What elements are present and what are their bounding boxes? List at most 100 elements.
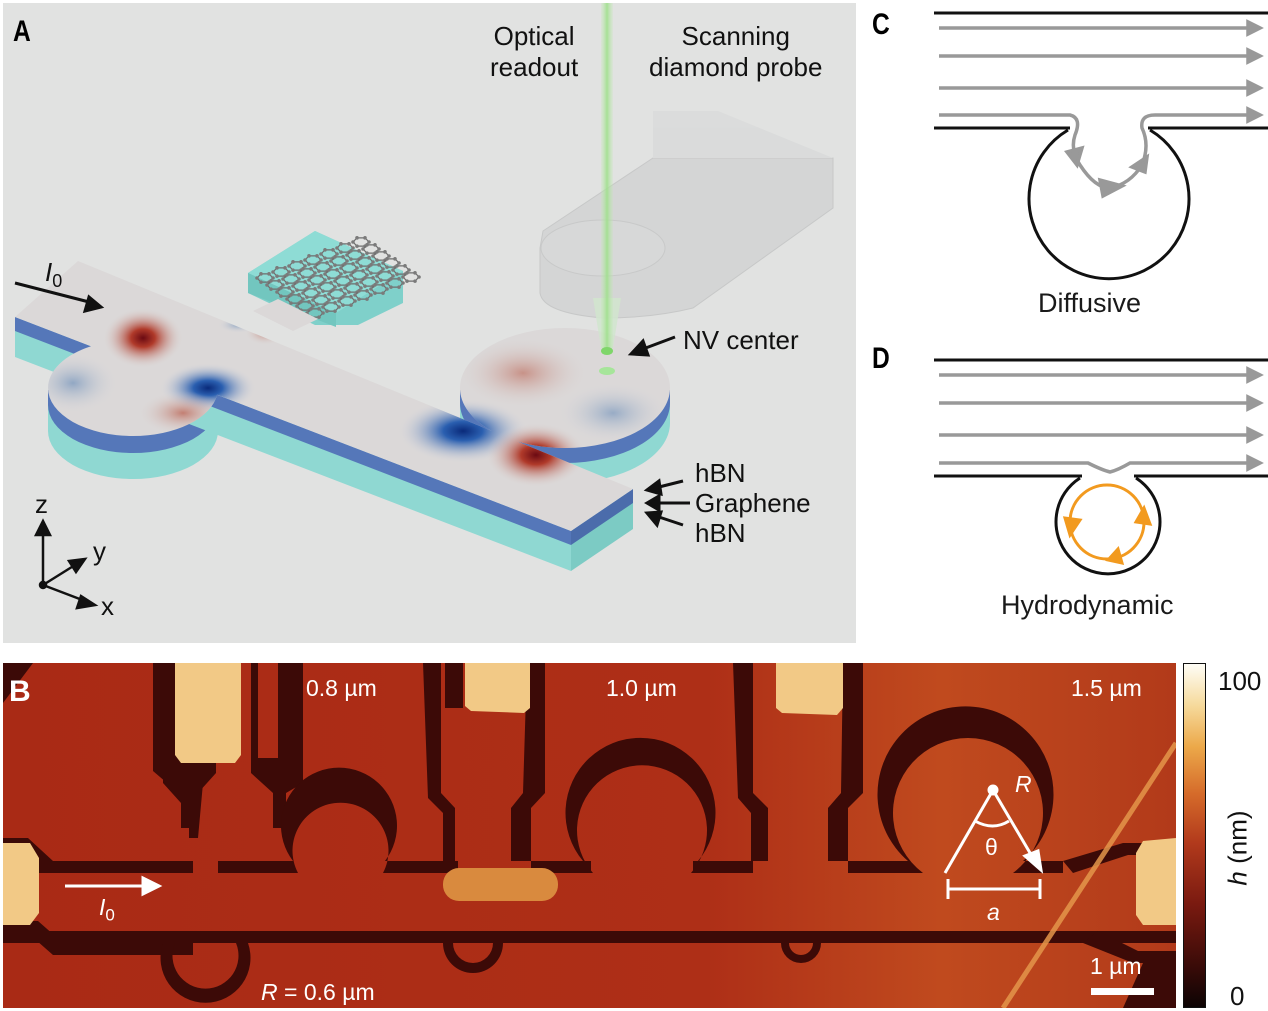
carbon-atom: [277, 279, 281, 283]
carbon-atom: [327, 276, 331, 280]
carbon-atom: [375, 258, 379, 262]
carbon-atom: [397, 285, 401, 289]
radius-symbol-r: R: [1015, 771, 1032, 797]
carbon-atom: [355, 244, 359, 248]
carbon-atom: [333, 279, 337, 283]
carbon-atom: [349, 303, 353, 307]
carbon-atom: [315, 302, 319, 306]
carbon-atom: [275, 290, 279, 294]
carbon-atom: [303, 264, 307, 268]
carbon-atom: [381, 283, 385, 287]
carbon-atom: [339, 288, 343, 292]
carbon-atom: [387, 270, 391, 274]
carbon-atom: [275, 266, 279, 270]
carbon-atom: [311, 304, 315, 308]
carbon-atom: [291, 290, 295, 294]
streamlines: [939, 19, 1264, 199]
carbon-atom: [389, 285, 393, 289]
carbon-atom: [289, 301, 293, 305]
carbon-atom: [299, 260, 303, 264]
carbon-atom: [363, 276, 367, 280]
carbon-atom: [313, 287, 317, 291]
carbon-atom: [395, 264, 399, 268]
carbon-atom: [405, 271, 409, 275]
cavity-wall: [1054, 476, 1162, 576]
graphene-lattice: [255, 236, 421, 319]
carbon-atom: [255, 276, 259, 280]
carbon-atom: [353, 269, 357, 273]
carbon-atom: [317, 285, 321, 289]
carbon-atom: [259, 280, 263, 284]
carbon-atom: [365, 289, 369, 293]
carbon-atom: [303, 258, 307, 262]
carbon-atom: [325, 301, 329, 305]
carbon-atom: [307, 254, 311, 258]
carbon-atom: [287, 286, 291, 290]
carbon-atom: [279, 286, 283, 290]
carbon-atom: [311, 274, 315, 278]
axis-label-z: z: [35, 489, 48, 519]
coordinate-axes-icon: [33, 518, 99, 610]
carbon-atom: [305, 295, 309, 299]
carbon-atom: [401, 281, 405, 285]
carbon-atom: [293, 273, 297, 277]
colorbar-min-label: 0: [1230, 981, 1245, 1011]
carbon-atom: [317, 261, 321, 265]
carbon-atom: [317, 291, 321, 295]
carbon-atom: [343, 262, 347, 266]
carbon-atom: [307, 262, 311, 266]
scale-bar: [1091, 988, 1154, 995]
carbon-atom: [323, 256, 327, 260]
carbon-atom: [297, 293, 301, 297]
carbon-atom: [377, 247, 381, 251]
layer-label-hbn-top: hBN: [695, 458, 746, 488]
carbon-atom: [307, 278, 311, 282]
carbon-atom: [375, 250, 379, 254]
nv-center-spot: [601, 347, 613, 355]
carbon-atom: [341, 295, 345, 299]
carbon-atom: [309, 307, 313, 311]
carbon-atom: [377, 263, 381, 267]
carbon-atom: [359, 256, 363, 260]
carbon-atom: [365, 273, 369, 277]
carbon-atom: [259, 272, 263, 276]
size-label-0-8: 0.8 µm: [306, 675, 377, 701]
carbon-atom: [353, 293, 357, 297]
carbon-atom: [341, 255, 345, 259]
carbon-atom: [303, 280, 307, 284]
carbon-atom: [325, 309, 329, 313]
current-label-a: I0: [45, 257, 63, 292]
carbon-atom: [365, 251, 369, 255]
height-colorbar: [1183, 663, 1206, 1008]
carbon-atom: [391, 268, 395, 272]
carbon-atom: [371, 254, 375, 258]
streamlines: [939, 366, 1264, 474]
carbon-atom: [417, 275, 421, 279]
size-label-1-5: 1.5 µm: [1071, 675, 1142, 701]
carbon-atom: [397, 277, 401, 281]
carbon-atom: [327, 292, 331, 296]
carbon-atom: [321, 281, 325, 285]
carbon-atom: [337, 275, 341, 279]
carbon-atom: [375, 280, 379, 284]
carbon-atom: [355, 266, 359, 270]
carbon-atom: [317, 269, 321, 273]
carbon-atom: [361, 253, 365, 257]
carbon-atom: [349, 273, 353, 277]
carbon-atom: [291, 268, 295, 272]
carbon-atom: [339, 242, 343, 246]
carbon-atom: [413, 271, 417, 275]
carbon-atom: [289, 293, 293, 297]
current-label-b: I0: [99, 894, 115, 925]
carbon-atom: [321, 289, 325, 293]
panel-a-device-schematic: A: [3, 3, 856, 643]
channel-walls: [934, 358, 1268, 576]
carbon-atom: [269, 287, 273, 291]
carbon-atom: [369, 287, 373, 291]
carbon-atom: [405, 279, 409, 283]
carbon-atom: [347, 242, 351, 246]
carbon-atom: [321, 311, 325, 315]
colorbar-axis-label: h (nm): [1222, 810, 1253, 886]
carbon-atom: [359, 280, 363, 284]
